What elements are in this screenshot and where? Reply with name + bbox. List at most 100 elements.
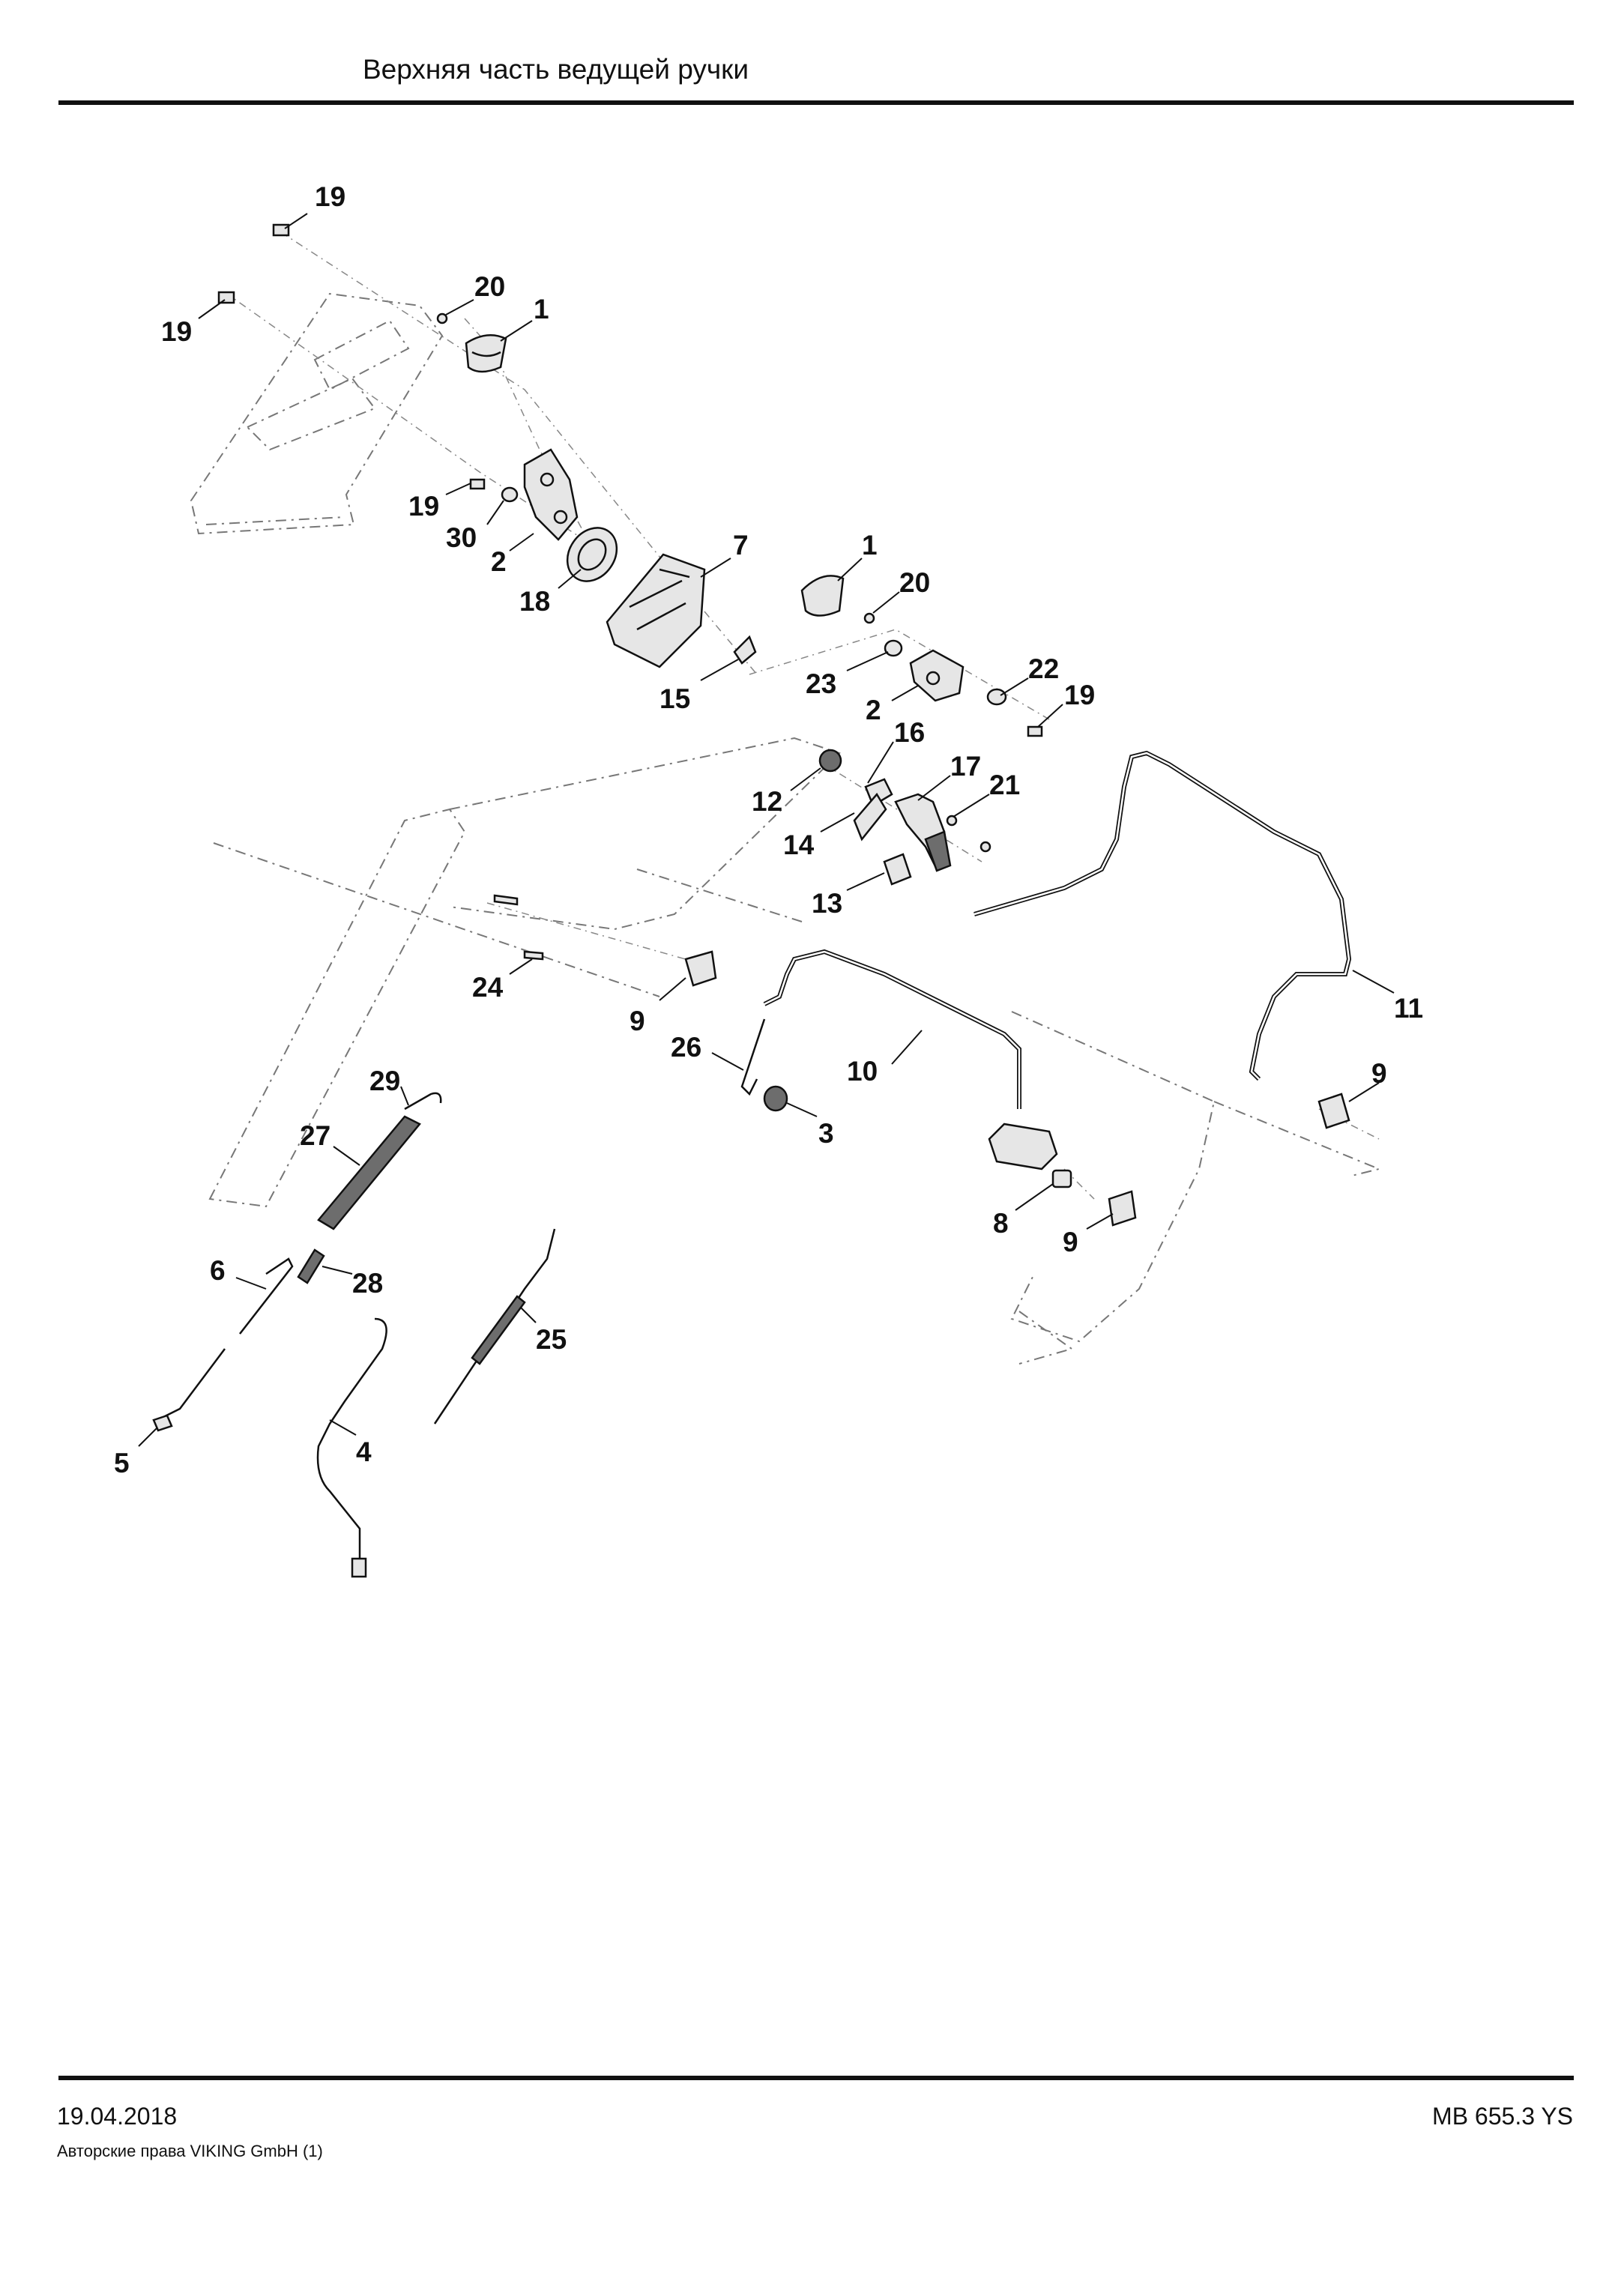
svg-text:27: 27 bbox=[300, 1120, 330, 1151]
callout-19-a: 19 bbox=[284, 181, 345, 229]
phantom-console-housing bbox=[190, 292, 444, 535]
part-1-knob-lower bbox=[800, 575, 845, 617]
svg-text:28: 28 bbox=[352, 1268, 383, 1299]
svg-text:4: 4 bbox=[356, 1436, 372, 1467]
callout-8: 8 bbox=[993, 1183, 1054, 1239]
footer-model: MB 655.3 YS bbox=[1432, 2103, 1573, 2130]
svg-text:11: 11 bbox=[1394, 993, 1423, 1024]
svg-text:9: 9 bbox=[1371, 1058, 1387, 1089]
callout-30: 30 bbox=[446, 500, 504, 553]
part-25-cable bbox=[433, 1228, 556, 1425]
svg-text:18: 18 bbox=[519, 586, 550, 617]
svg-text:15: 15 bbox=[659, 683, 690, 714]
svg-text:24: 24 bbox=[472, 972, 504, 1003]
svg-text:5: 5 bbox=[114, 1448, 130, 1478]
exploded-parts-diagram: 19 19 20 1 19 30 2 18 7 1 20 15 bbox=[114, 181, 1423, 1578]
svg-text:20: 20 bbox=[899, 567, 930, 598]
callout-21: 21 bbox=[953, 770, 1020, 818]
svg-text:19: 19 bbox=[1064, 680, 1095, 710]
part-13-block bbox=[883, 853, 912, 886]
part-10-drive-bail bbox=[763, 949, 1058, 1170]
callout-20-b: 20 bbox=[872, 567, 930, 614]
callout-9-c: 9 bbox=[1063, 1213, 1114, 1257]
callout-22: 22 bbox=[1000, 653, 1059, 696]
callout-13: 13 bbox=[812, 872, 885, 919]
callout-29: 29 bbox=[369, 1066, 409, 1106]
svg-text:12: 12 bbox=[752, 786, 782, 817]
part-15-clip bbox=[733, 635, 757, 665]
part-3-washer bbox=[763, 1085, 788, 1112]
svg-text:2: 2 bbox=[866, 695, 881, 725]
part-17-control-lever bbox=[894, 793, 952, 872]
svg-text:6: 6 bbox=[210, 1255, 226, 1286]
footer-date: 19.04.2018 bbox=[57, 2103, 178, 2130]
part-12-nut bbox=[818, 749, 842, 773]
callout-2-a: 2 bbox=[491, 533, 534, 577]
callout-1-b: 1 bbox=[837, 530, 878, 581]
footer-rule bbox=[58, 2076, 1574, 2080]
svg-text:23: 23 bbox=[806, 668, 836, 699]
callout-19-d: 19 bbox=[1037, 680, 1095, 728]
callout-6: 6 bbox=[210, 1255, 267, 1290]
callout-2-b: 2 bbox=[866, 685, 919, 725]
small-fasteners bbox=[217, 223, 1043, 961]
callout-18: 18 bbox=[519, 569, 582, 617]
svg-text:9: 9 bbox=[630, 1006, 645, 1036]
callout-14: 14 bbox=[783, 812, 855, 860]
svg-text:7: 7 bbox=[733, 530, 749, 561]
callout-19-c: 19 bbox=[408, 483, 471, 522]
part-28-spring bbox=[297, 1248, 325, 1284]
part-5-cable bbox=[152, 1348, 226, 1432]
svg-text:30: 30 bbox=[446, 522, 477, 553]
callout-23: 23 bbox=[806, 651, 889, 699]
svg-text:19: 19 bbox=[161, 316, 192, 347]
callout-10: 10 bbox=[847, 1030, 923, 1087]
page-title: Верхняя часть ведущей ручки bbox=[363, 54, 749, 85]
callout-24: 24 bbox=[472, 958, 533, 1003]
svg-text:19: 19 bbox=[408, 491, 439, 522]
part-27-spring bbox=[317, 1115, 421, 1230]
svg-text:16: 16 bbox=[894, 717, 925, 748]
part-14-lever bbox=[853, 792, 887, 842]
callout-12: 12 bbox=[752, 767, 821, 817]
part-18-ring bbox=[566, 527, 618, 582]
part-11-bail-bar bbox=[974, 750, 1352, 1081]
part-7-switch-housing bbox=[606, 553, 706, 668]
part-6-cable-end bbox=[239, 1257, 294, 1335]
svg-text:10: 10 bbox=[847, 1056, 878, 1087]
part-26-rod bbox=[740, 1018, 766, 1096]
svg-text:14: 14 bbox=[783, 830, 815, 860]
svg-text:1: 1 bbox=[862, 530, 878, 561]
callout-15: 15 bbox=[659, 659, 739, 714]
svg-text:29: 29 bbox=[369, 1066, 400, 1096]
callout-17: 17 bbox=[917, 751, 981, 801]
callout-19-b: 19 bbox=[161, 299, 226, 347]
callout-16: 16 bbox=[867, 717, 925, 784]
callout-5: 5 bbox=[114, 1427, 158, 1478]
part-8-sleeve bbox=[1051, 1169, 1072, 1188]
svg-text:20: 20 bbox=[474, 271, 505, 302]
callout-4: 4 bbox=[329, 1419, 372, 1467]
part-2-bracket-lower bbox=[909, 649, 965, 702]
svg-text:22: 22 bbox=[1028, 653, 1059, 684]
svg-text:3: 3 bbox=[818, 1118, 834, 1149]
callout-3: 3 bbox=[786, 1102, 834, 1149]
part-9-bushings bbox=[684, 950, 1350, 1227]
callout-20-a: 20 bbox=[445, 271, 505, 315]
assembly-axis-lines bbox=[224, 232, 1380, 1200]
callout-27: 27 bbox=[300, 1120, 360, 1166]
part-1-knob-upper bbox=[465, 333, 507, 373]
svg-text:26: 26 bbox=[671, 1032, 701, 1063]
svg-text:13: 13 bbox=[812, 888, 842, 919]
callout-1-a: 1 bbox=[500, 294, 549, 342]
footer-copyright: Авторские права VIKING GmbH (1) bbox=[57, 2142, 323, 2160]
svg-text:25: 25 bbox=[536, 1324, 567, 1355]
callout-9-b: 9 bbox=[1348, 1058, 1387, 1102]
svg-text:9: 9 bbox=[1063, 1227, 1078, 1257]
svg-text:2: 2 bbox=[491, 546, 507, 577]
callout-26: 26 bbox=[671, 1032, 744, 1071]
callout-25: 25 bbox=[520, 1307, 567, 1355]
callout-11: 11 bbox=[1352, 970, 1423, 1024]
part-29-hook bbox=[404, 1092, 442, 1111]
part-2-bracket-upper bbox=[523, 448, 579, 541]
